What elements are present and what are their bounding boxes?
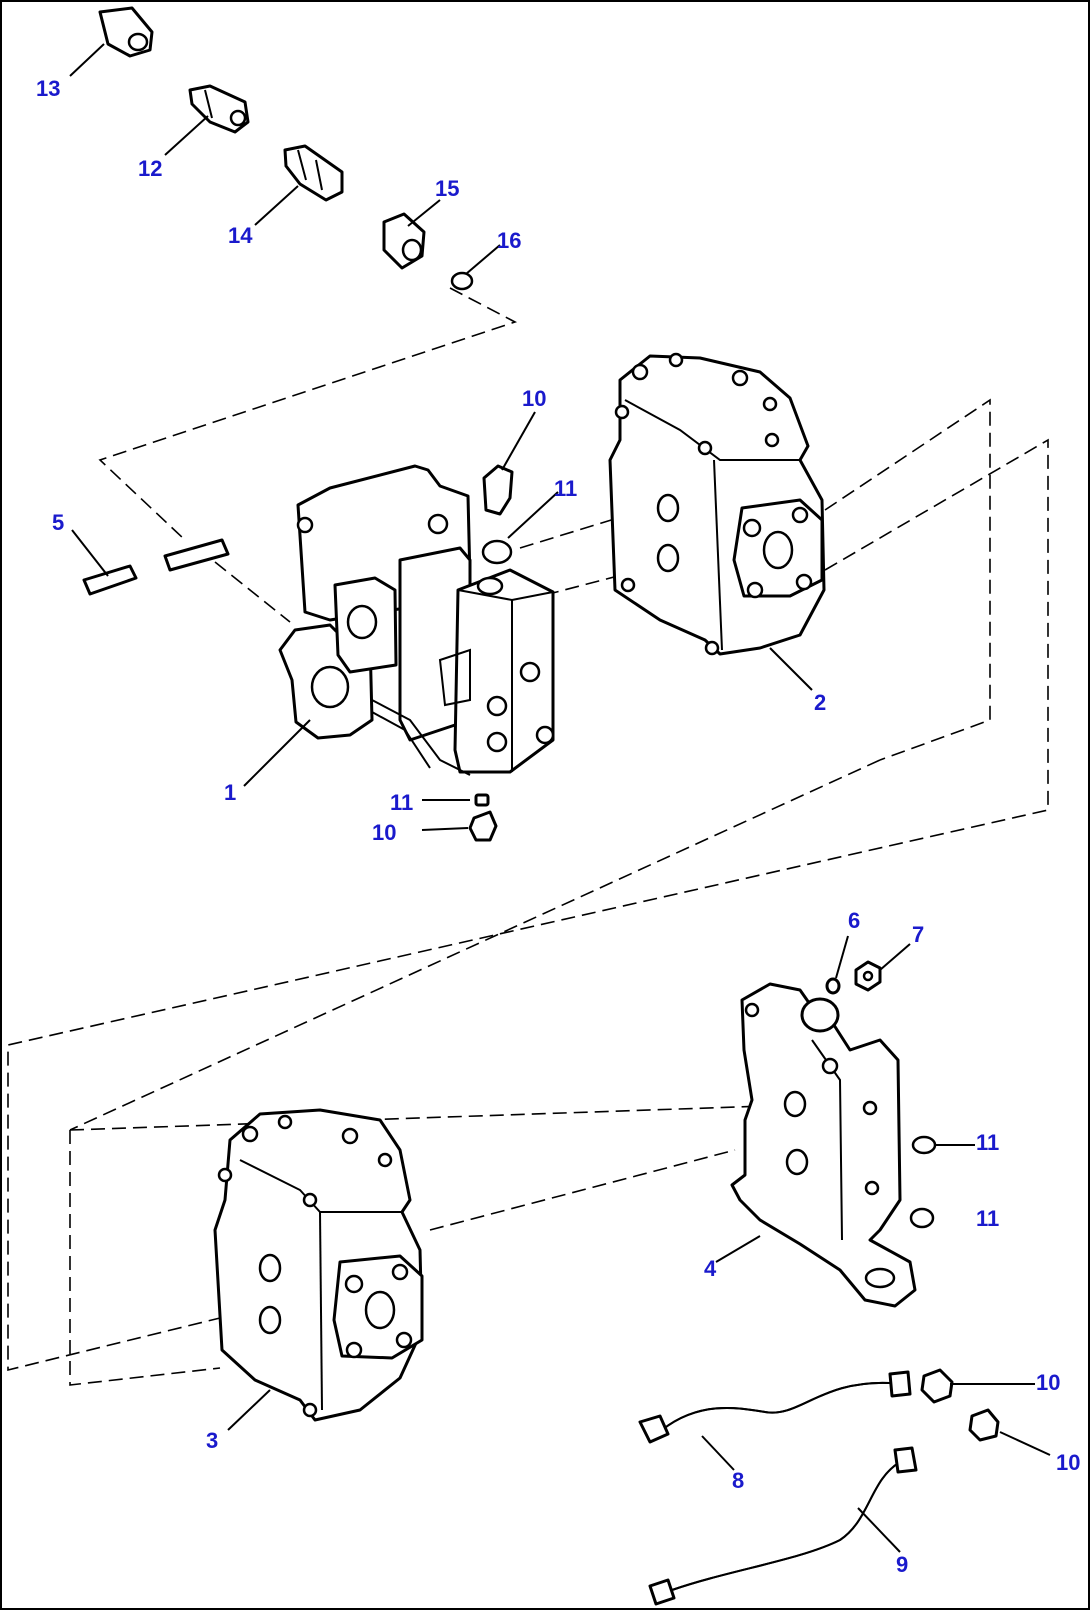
fitting-12-shape: [188, 84, 250, 134]
seals-11-right-shape: [909, 1135, 937, 1229]
bracket-4-shape: [730, 982, 917, 1308]
pin-5-shape: [82, 538, 230, 596]
callout-11-right-a: 11: [976, 1130, 1000, 1155]
fittings-bottom-10-11: [468, 793, 498, 842]
callout-7: 7: [912, 922, 925, 947]
callout-13: 13: [36, 76, 61, 101]
callout-6: 6: [848, 908, 861, 933]
pump-1-shape: [278, 464, 555, 776]
tube-9-shape: [648, 1446, 918, 1606]
callout-16: 16: [497, 228, 522, 253]
callout-11-top: 11: [554, 476, 578, 501]
callout-10-mid: 10: [372, 820, 397, 845]
plug-13-shape: [98, 6, 154, 58]
plug-6-shape: [825, 977, 841, 995]
fitting-15-shape: [382, 212, 426, 270]
callout-11-mid: 11: [390, 790, 414, 815]
leader-lines: [69, 43, 1051, 1553]
callout-8: 8: [732, 1468, 745, 1493]
callout-14: 14: [228, 223, 253, 248]
oring-16-shape: [450, 271, 474, 291]
callout-12: 12: [138, 156, 163, 181]
callout-9: 9: [896, 1552, 909, 1577]
callout-11-right-b: 11: [976, 1206, 1000, 1231]
fittings-10-right-shape: [920, 1368, 1000, 1442]
tube-8-shape: [638, 1370, 912, 1444]
callout-10-right-b: 10: [1056, 1450, 1081, 1475]
callout-1: 1: [224, 780, 237, 805]
callout-10-top: 10: [522, 386, 547, 411]
elbow-10-top-shape: [481, 464, 514, 565]
nut-7-shape: [854, 960, 882, 992]
fitting-14-shape: [283, 144, 344, 202]
alignment-lines: [7, 287, 1049, 1386]
pump-2-shape: [608, 352, 826, 656]
callout-15: 15: [435, 176, 460, 201]
pump-3-shape: [213, 1108, 424, 1422]
callout-2: 2: [814, 690, 827, 715]
callout-10-right-a: 10: [1036, 1370, 1061, 1395]
callout-3: 3: [206, 1428, 219, 1453]
callout-4: 4: [704, 1256, 717, 1281]
callout-5: 5: [52, 510, 65, 535]
